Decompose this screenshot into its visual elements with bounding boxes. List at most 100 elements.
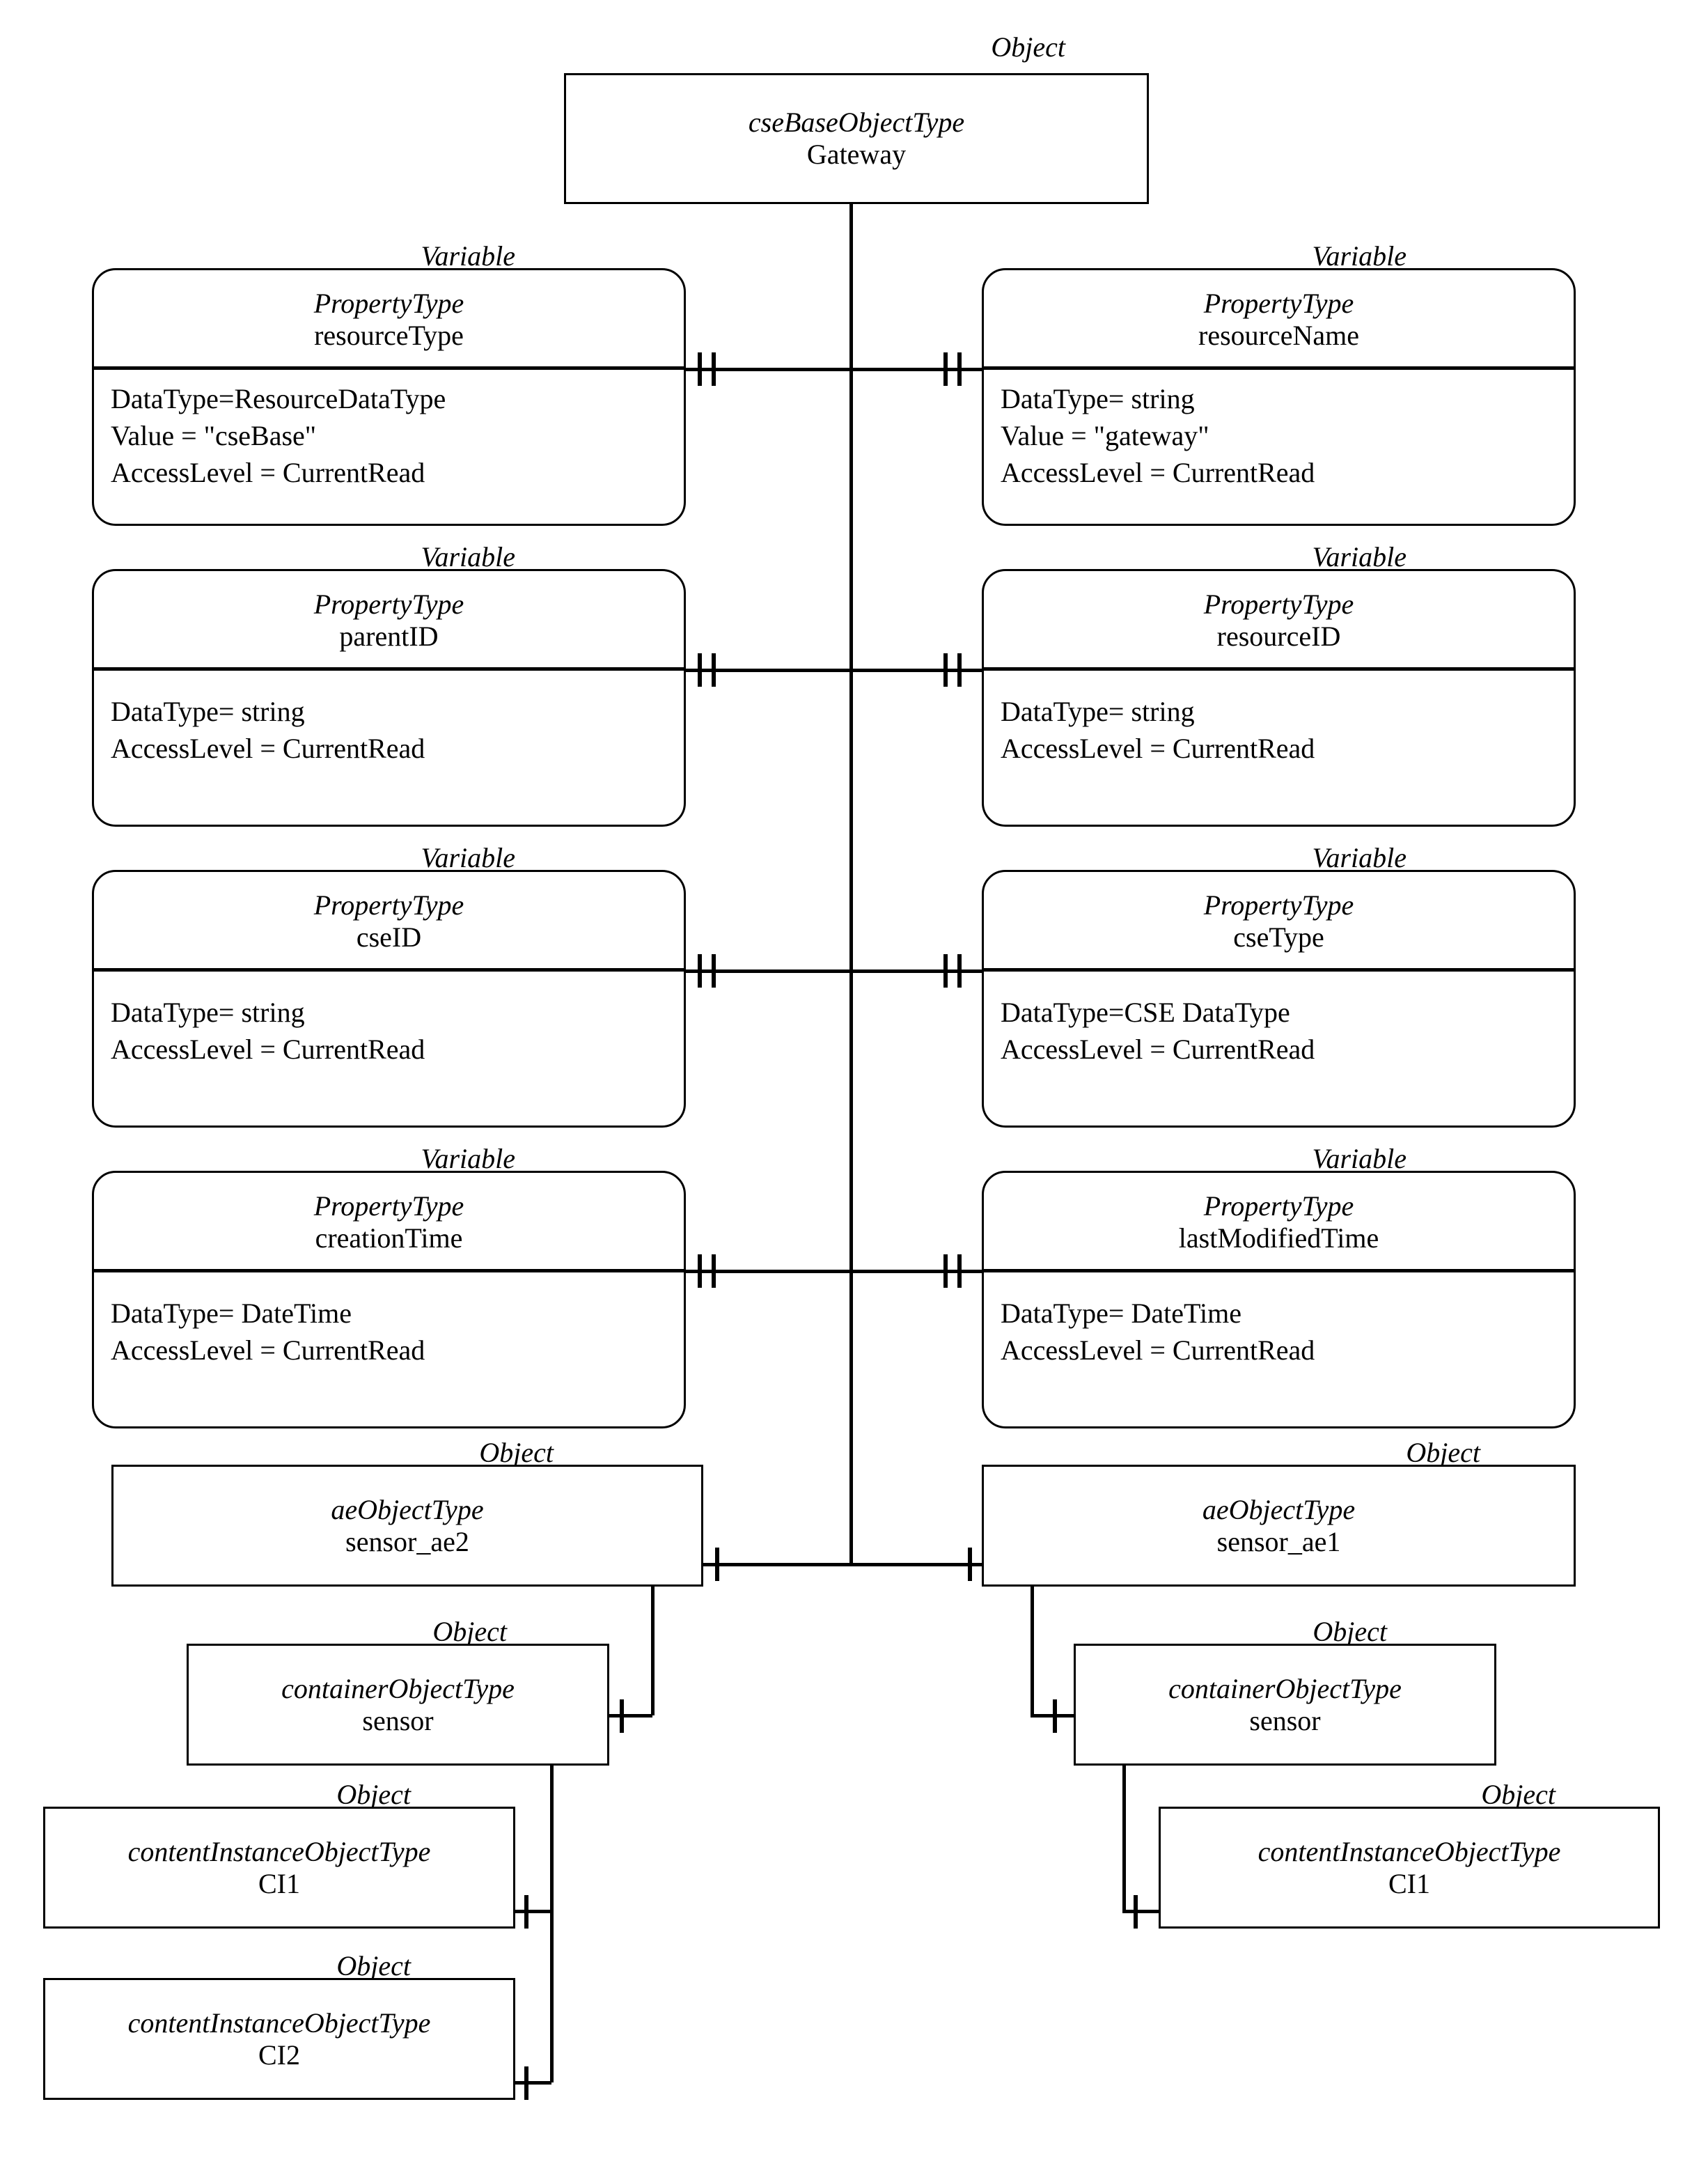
node-name-label: CI2 bbox=[258, 2039, 300, 2071]
node-name-label: resourceName bbox=[1198, 320, 1359, 351]
connector-tick bbox=[943, 352, 948, 386]
node-name-label: sensor_ae1 bbox=[1216, 1525, 1341, 1557]
connector-tick bbox=[712, 352, 716, 386]
attribute-row: DataType= DateTime bbox=[111, 1298, 352, 1329]
node-type-label: cseBaseObjectType bbox=[748, 107, 965, 139]
connector-ae1 bbox=[851, 1563, 983, 1566]
node-propertytype-resourceType[interactable]: PropertyType resourceType DataType=Resou… bbox=[92, 268, 686, 526]
connector-ae2 bbox=[703, 1563, 851, 1566]
connector-tick bbox=[712, 954, 716, 988]
connector-tick bbox=[1053, 1699, 1057, 1733]
connector-row1-left bbox=[686, 368, 851, 371]
attribute-row: DataType= string bbox=[111, 997, 305, 1028]
connector-tick bbox=[1134, 1895, 1138, 1929]
elbow-container-ci-vertical-left bbox=[550, 1766, 554, 2082]
connector-tick bbox=[698, 352, 702, 386]
attribute-row: AccessLevel = CurrentRead bbox=[1001, 457, 1315, 489]
node-name-label: resourceType bbox=[314, 320, 464, 351]
stereotype-label-object-container-left: Object bbox=[432, 1616, 507, 1647]
attribute-row: Value = "cseBase" bbox=[111, 420, 317, 452]
attribute-row: DataType= string bbox=[111, 696, 305, 727]
connector-row3-right bbox=[851, 969, 983, 973]
node-aeobjecttype-sensor-ae1[interactable]: aeObjectType sensor_ae1 bbox=[982, 1465, 1576, 1587]
stereotype-label-variable-resourceType: Variable bbox=[421, 240, 515, 272]
node-type-label: PropertyType bbox=[313, 1190, 464, 1222]
connector-tick bbox=[957, 653, 962, 687]
node-contentinstanceobjecttype-ci2-left[interactable]: contentInstanceObjectType CI2 bbox=[43, 1978, 515, 2100]
node-type-label: PropertyType bbox=[313, 288, 464, 320]
stereotype-label-object-ci1-left: Object bbox=[336, 1779, 411, 1810]
node-type-label: PropertyType bbox=[1203, 288, 1354, 320]
compartment-divider bbox=[92, 1269, 686, 1272]
node-name-label: parentID bbox=[339, 621, 439, 652]
node-propertytype-resourceID[interactable]: PropertyType resourceID DataType= string… bbox=[982, 569, 1576, 827]
connector-tick bbox=[524, 2066, 528, 2100]
center-spine bbox=[849, 202, 853, 1564]
connector-row4-right bbox=[851, 1270, 983, 1273]
stereotype-label-variable-lastModifiedTime: Variable bbox=[1312, 1143, 1407, 1174]
attribute-row: DataType= DateTime bbox=[1001, 1298, 1241, 1329]
connector-tick bbox=[698, 1254, 702, 1288]
elbow-container-ci1-horizontal-right bbox=[1122, 1910, 1159, 1913]
node-propertytype-resourceName[interactable]: PropertyType resourceName DataType= stri… bbox=[982, 268, 1576, 526]
node-name-label: sensor_ae2 bbox=[345, 1525, 469, 1557]
node-contentinstanceobjecttype-ci1-left[interactable]: contentInstanceObjectType CI1 bbox=[43, 1807, 515, 1929]
compartment-divider bbox=[982, 968, 1576, 972]
stereotype-label-object-ci1-right: Object bbox=[1481, 1779, 1556, 1810]
node-type-label: PropertyType bbox=[313, 589, 464, 621]
attribute-row: Value = "gateway" bbox=[1001, 420, 1209, 452]
attribute-row: AccessLevel = CurrentRead bbox=[111, 1034, 425, 1066]
node-contentinstanceobjecttype-ci1-right[interactable]: contentInstanceObjectType CI1 bbox=[1159, 1807, 1660, 1929]
attribute-row: DataType=ResourceDataType bbox=[111, 383, 446, 414]
node-name-label: Gateway bbox=[806, 139, 907, 170]
node-name-label: CI1 bbox=[258, 1867, 300, 1899]
compartment-divider bbox=[92, 366, 686, 370]
stereotype-label-variable-cseType: Variable bbox=[1312, 842, 1407, 873]
connector-row2-right bbox=[851, 669, 983, 672]
connector-row4-left bbox=[686, 1270, 851, 1273]
node-name-label: creationTime bbox=[315, 1222, 463, 1254]
stereotype-label-object-ae1: Object bbox=[1406, 1437, 1480, 1468]
elbow-container-ci2-horizontal bbox=[515, 2081, 551, 2085]
stereotype-label-object-container-right: Object bbox=[1313, 1616, 1387, 1647]
elbow-ae1-container-vertical bbox=[1031, 1587, 1034, 1715]
node-containerobjecttype-sensor-left[interactable]: containerObjectType sensor bbox=[187, 1644, 609, 1766]
compartment-divider bbox=[982, 667, 1576, 671]
node-type-label: containerObjectType bbox=[1168, 1672, 1402, 1704]
compartment-divider bbox=[92, 667, 686, 671]
node-type-label: contentInstanceObjectType bbox=[127, 1835, 431, 1867]
node-propertytype-parentID[interactable]: PropertyType parentID DataType= string A… bbox=[92, 569, 686, 827]
node-name-label: lastModifiedTime bbox=[1178, 1222, 1379, 1254]
node-propertytype-creationTime[interactable]: PropertyType creationTime DataType= Date… bbox=[92, 1171, 686, 1428]
connector-tick bbox=[957, 352, 962, 386]
connector-tick bbox=[943, 1254, 948, 1288]
connector-tick bbox=[712, 653, 716, 687]
connector-tick bbox=[957, 954, 962, 988]
elbow-ae2-container-horizontal bbox=[609, 1714, 652, 1718]
node-propertytype-cseType[interactable]: PropertyType cseType DataType=CSE DataTy… bbox=[982, 870, 1576, 1128]
connector-tick bbox=[968, 1548, 972, 1581]
attribute-row: DataType= string bbox=[1001, 696, 1195, 727]
node-containerobjecttype-sensor-right[interactable]: containerObjectType sensor bbox=[1074, 1644, 1496, 1766]
compartment-divider bbox=[982, 1269, 1576, 1272]
stereotype-label-variable-creationTime: Variable bbox=[421, 1143, 515, 1174]
node-aeobjecttype-sensor-ae2[interactable]: aeObjectType sensor_ae2 bbox=[111, 1465, 703, 1587]
node-propertytype-lastModifiedTime[interactable]: PropertyType lastModifiedTime DataType= … bbox=[982, 1171, 1576, 1428]
connector-tick bbox=[524, 1895, 528, 1929]
stereotype-label-object-root: Object bbox=[991, 31, 1065, 63]
node-type-label: PropertyType bbox=[313, 889, 464, 921]
stereotype-label-variable-parentID: Variable bbox=[421, 541, 515, 573]
connector-tick bbox=[957, 1254, 962, 1288]
node-name-label: cseID bbox=[356, 921, 422, 953]
stereotype-label-variable-cseID: Variable bbox=[421, 842, 515, 873]
node-type-label: PropertyType bbox=[1203, 1190, 1354, 1222]
node-propertytype-cseID[interactable]: PropertyType cseID DataType= string Acce… bbox=[92, 870, 686, 1128]
attribute-row: AccessLevel = CurrentRead bbox=[1001, 1334, 1315, 1366]
node-name-label: CI1 bbox=[1388, 1867, 1430, 1899]
node-cseBaseObjectType-gateway[interactable]: cseBaseObjectType Gateway bbox=[564, 73, 1149, 204]
connector-tick bbox=[698, 954, 702, 988]
elbow-ae1-container-horizontal bbox=[1031, 1714, 1074, 1718]
attribute-row: AccessLevel = CurrentRead bbox=[111, 1334, 425, 1366]
attribute-row: AccessLevel = CurrentRead bbox=[1001, 733, 1315, 765]
